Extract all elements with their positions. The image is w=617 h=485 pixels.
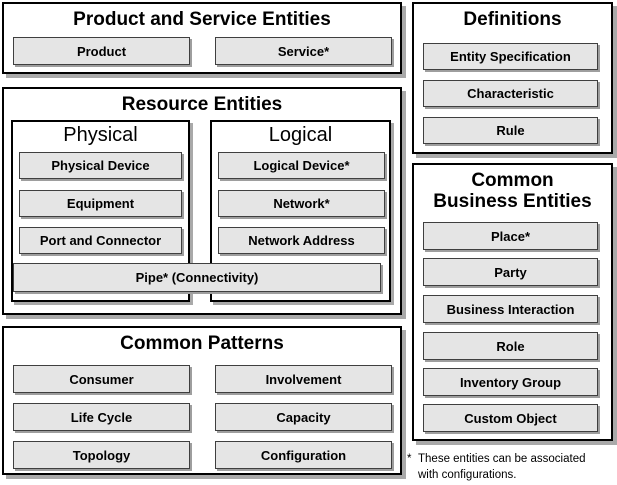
entity-box-consumer: Consumer bbox=[13, 365, 190, 393]
entity-box-involvement: Involvement bbox=[215, 365, 392, 393]
common-business-entities-panel: Common Business Entities Place* Party Bu… bbox=[412, 163, 613, 441]
entity-box-port-and-connector: Port and Connector bbox=[19, 227, 182, 254]
common-business-entities-title: Common Business Entities bbox=[414, 170, 611, 212]
logical-subgroup-title: Logical bbox=[268, 124, 333, 146]
entity-box-custom-object: Custom Object bbox=[423, 404, 598, 432]
footnote-line2: with configurations. bbox=[418, 469, 517, 481]
entity-box-service: Service* bbox=[215, 37, 392, 65]
common-business-entities-title-line2: Business Entities bbox=[433, 191, 592, 212]
entity-box-party: Party bbox=[423, 258, 598, 286]
product-service-entities-panel: Product and Service Entities Product Ser… bbox=[2, 2, 402, 74]
entity-box-logical-device: Logical Device* bbox=[218, 152, 385, 179]
entity-box-characteristic: Characteristic bbox=[423, 80, 598, 107]
physical-subgroup: Physical Physical Device Equipment Port … bbox=[11, 120, 190, 302]
entity-box-rule: Rule bbox=[423, 117, 598, 144]
common-business-entities-title-line1: Common bbox=[471, 170, 554, 191]
entity-box-role: Role bbox=[423, 332, 598, 360]
footnote-line1: These entities can be associated bbox=[418, 453, 586, 465]
entity-box-entity-specification: Entity Specification bbox=[423, 43, 598, 70]
entity-box-network: Network* bbox=[218, 190, 385, 217]
entity-box-product: Product bbox=[13, 37, 190, 65]
physical-subgroup-title: Physical bbox=[63, 124, 138, 146]
entity-box-life-cycle: Life Cycle bbox=[13, 403, 190, 431]
entity-box-pipe-connectivity: Pipe* (Connectivity) bbox=[13, 263, 381, 292]
entity-box-capacity: Capacity bbox=[215, 403, 392, 431]
entity-box-configuration: Configuration bbox=[215, 441, 392, 469]
entity-box-physical-device: Physical Device bbox=[19, 152, 182, 179]
entity-box-network-address: Network Address bbox=[218, 227, 385, 254]
footnote-asterisk: * bbox=[407, 453, 412, 465]
entity-box-equipment: Equipment bbox=[19, 190, 182, 217]
entity-box-topology: Topology bbox=[13, 441, 190, 469]
definitions-title: Definitions bbox=[463, 9, 562, 30]
common-patterns-panel: Common Patterns Consumer Life Cycle Topo… bbox=[2, 326, 402, 475]
entity-box-business-interaction: Business Interaction bbox=[423, 295, 598, 323]
entity-box-place: Place* bbox=[423, 222, 598, 250]
footnote: * These entities can be associated with … bbox=[407, 451, 617, 483]
product-service-entities-title: Product and Service Entities bbox=[73, 9, 331, 30]
resource-entities-title: Resource Entities bbox=[121, 94, 283, 115]
definitions-panel: Definitions Entity Specification Charact… bbox=[412, 2, 613, 154]
common-patterns-title: Common Patterns bbox=[120, 333, 284, 354]
entity-box-inventory-group: Inventory Group bbox=[423, 368, 598, 396]
resource-entities-panel: Resource Entities Physical Physical Devi… bbox=[2, 87, 402, 315]
